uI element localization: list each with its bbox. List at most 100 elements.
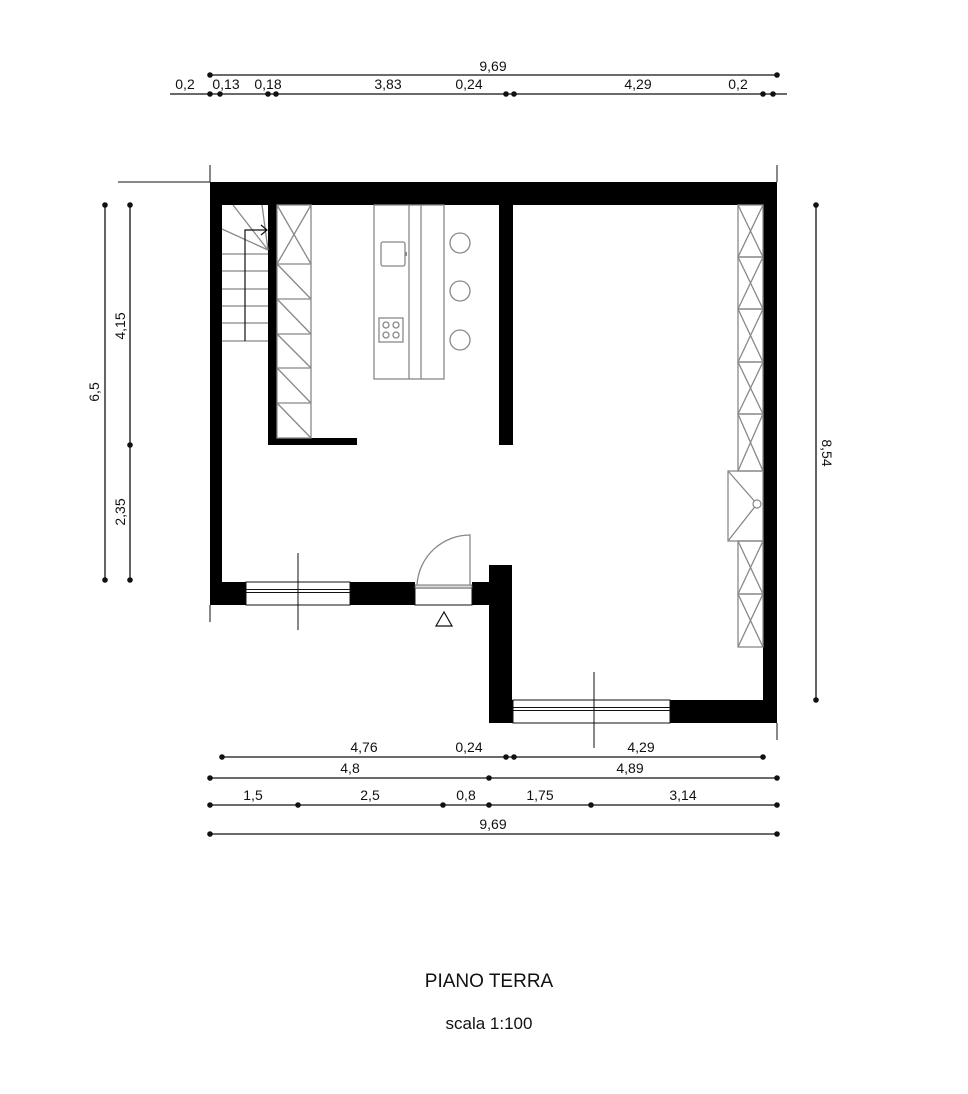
dim-line-left-total-tick xyxy=(102,577,108,583)
cabinet xyxy=(737,593,764,648)
wall xyxy=(210,182,222,605)
dim-right-total: 8,54 xyxy=(819,439,835,466)
dim-line-top-chain-tick xyxy=(207,91,213,97)
dim-line-top-chain-tick xyxy=(273,91,279,97)
drawing-title: PIANO TERRA xyxy=(425,971,554,992)
wall xyxy=(489,700,513,723)
wall xyxy=(489,565,512,723)
dim-line-top-total-tick xyxy=(207,72,213,78)
dim-b3-4: 3,14 xyxy=(669,787,696,803)
dim-bottom-total: 9,69 xyxy=(479,816,506,832)
dim-line-top-total-tick xyxy=(774,72,780,78)
dim-top-6: 0,2 xyxy=(728,76,748,92)
cabinet-diagonal xyxy=(276,298,312,335)
dim-b1-0: 4,76 xyxy=(350,739,377,755)
entrance-triangle-icon xyxy=(434,610,454,627)
dim-line-bottom-total-tick xyxy=(207,831,213,837)
walls xyxy=(118,165,778,748)
cabinet-x xyxy=(737,308,764,363)
dim-top-0: 0,2 xyxy=(175,76,195,92)
dim-line-bottom-3-tick xyxy=(774,802,780,808)
dim-line-right-total-tick xyxy=(813,697,819,703)
dim-top-total: 9,69 xyxy=(479,58,506,74)
dim-line-bottom-1-tick xyxy=(503,754,509,760)
dim-top-5: 4,29 xyxy=(624,76,651,92)
stool-icon xyxy=(449,280,471,302)
fridge xyxy=(727,470,764,542)
stool-icon xyxy=(449,232,471,254)
cabinet-x xyxy=(737,593,764,648)
dim-line-top-chain-tick xyxy=(265,91,271,97)
door-opening xyxy=(414,587,473,606)
cabinet-x xyxy=(737,413,764,472)
dim-line-bottom-1-tick xyxy=(760,754,766,760)
cabinet-column xyxy=(276,204,312,439)
dim-b3-1: 2,5 xyxy=(360,787,380,803)
burner-icon xyxy=(382,321,390,329)
dim-left-1: 2,35 xyxy=(112,498,128,525)
dim-line-top-chain-tick xyxy=(217,91,223,97)
dim-line-bottom-2-tick xyxy=(207,775,213,781)
burner-icon xyxy=(382,331,390,339)
wall xyxy=(210,182,777,205)
dim-line-left-chain-tick xyxy=(127,577,133,583)
dim-line-bottom-3-tick xyxy=(207,802,213,808)
wall xyxy=(268,205,277,445)
drawing-scale: scala 1:100 xyxy=(446,1014,533,1033)
dim-line-top-chain-tick xyxy=(503,91,509,97)
dim-b1-2: 4,29 xyxy=(627,739,654,755)
dim-left-total: 6,5 xyxy=(86,382,102,402)
dim-b2-1: 4,89 xyxy=(616,760,643,776)
stair-winder xyxy=(261,204,269,251)
wall xyxy=(670,700,777,723)
burner-icon xyxy=(392,321,400,329)
cabinet-x xyxy=(737,361,764,415)
dim-top-3: 3,83 xyxy=(374,76,401,92)
furniture xyxy=(221,204,764,648)
dim-line-bottom-3-tick xyxy=(440,802,446,808)
dim-line-top-chain-tick xyxy=(760,91,766,97)
wall xyxy=(763,182,777,723)
dim-top-1: 0,13 xyxy=(212,76,239,92)
dim-line-left-total-tick xyxy=(102,202,108,208)
dim-line-left-chain-tick xyxy=(127,442,133,448)
dim-b3-3: 1,75 xyxy=(526,787,553,803)
stool-icon xyxy=(449,329,471,351)
faucet-icon xyxy=(405,252,407,256)
dim-line-top-chain-tick xyxy=(511,91,517,97)
dim-left-0: 4,15 xyxy=(112,312,128,339)
cabinet-diagonal xyxy=(276,367,312,404)
cabinet-x xyxy=(737,204,764,258)
cabinet-diagonal xyxy=(276,333,312,369)
dim-line-bottom-total-tick xyxy=(774,831,780,837)
dim-line-bottom-1-tick xyxy=(511,754,517,760)
dim-b3-2: 0,8 xyxy=(456,787,476,803)
stairs-arrow-icon xyxy=(244,224,268,341)
dim-line-bottom-3-tick xyxy=(295,802,301,808)
wall xyxy=(499,205,513,445)
wall xyxy=(268,438,357,445)
dim-line-bottom-3-tick xyxy=(486,802,492,808)
dim-line-right-total-tick xyxy=(813,202,819,208)
dim-line-left-chain-tick xyxy=(127,202,133,208)
wall xyxy=(210,582,246,605)
dim-line-bottom-1-tick xyxy=(219,754,225,760)
dim-top-4: 0,24 xyxy=(455,76,482,92)
burner-icon xyxy=(392,331,400,339)
door-threshold xyxy=(414,584,473,589)
cabinet-x xyxy=(276,204,312,265)
dim-top-2: 0,18 xyxy=(254,76,281,92)
stair-winder xyxy=(232,204,269,251)
sink-icon xyxy=(380,241,406,267)
dim-b3-0: 1,5 xyxy=(243,787,263,803)
dim-line-bottom-3-tick xyxy=(588,802,594,808)
dim-b2-0: 4,8 xyxy=(340,760,360,776)
fridge-lines xyxy=(727,470,758,542)
cabinet-diagonal xyxy=(276,263,312,300)
fridge-handle-icon xyxy=(752,499,762,509)
dimension-lines xyxy=(102,72,819,837)
dim-line-top-chain-tick xyxy=(770,91,776,97)
dim-line-bottom-2-tick xyxy=(774,775,780,781)
dim-line-bottom-2-tick xyxy=(486,775,492,781)
